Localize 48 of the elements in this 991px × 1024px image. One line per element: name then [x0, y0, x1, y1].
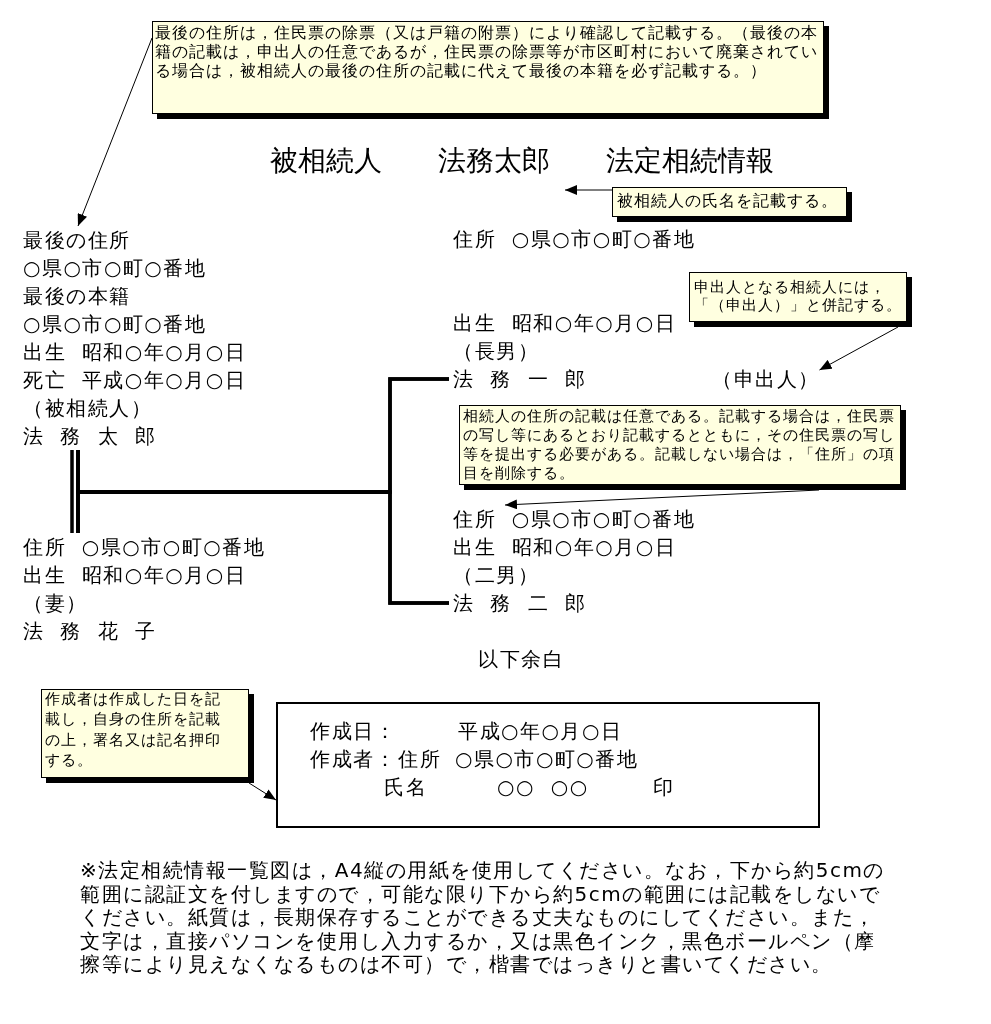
- leader-arrow: [819, 326, 899, 371]
- field-label: 最後の本籍: [23, 283, 131, 310]
- callout-box: [41, 689, 254, 783]
- note-text: 被相続人の氏名を記載する。: [617, 191, 839, 211]
- callout-box: [152, 21, 829, 119]
- person-name: 法 務 花 子: [23, 618, 157, 645]
- end-marker-text: 以下余白: [478, 646, 564, 673]
- death-date-text: 死亡 平成○年○月○日: [23, 367, 247, 394]
- name-text: ○○ ○○: [497, 774, 589, 801]
- field-label: 最後の住所: [23, 227, 131, 254]
- descent-line: [76, 490, 449, 605]
- leader-arrow: [248, 782, 277, 801]
- footnote-text: ※法定相続情報一覧図は，A4縦の用紙を使用してください。なお，下から約5cmの範囲に認証文を付しますので，可能な限り下から約5cmの範囲には記載をしないでください。紙質は，長期保存することができる丈夫なものにしてください。また，文字は，直接パソコンを使用し入力するか，又は黒色インク，黒色ボールペン（摩擦等により見えなくなるものは不可）で，楷書ではっきりと書いてください。: [80, 859, 886, 977]
- role-text: （申出人）: [712, 365, 820, 393]
- address-text: ○県○市○町○番地: [23, 255, 207, 282]
- note-text: 作成者は作成した日を記載し，自身の住所を記載の上，署名又は記名押印する。: [45, 689, 222, 771]
- address-text: ○県○市○町○番地: [23, 311, 207, 338]
- birth-date-text: 出生 昭和○年○月○日: [453, 310, 677, 337]
- birth-date-text: 出生 昭和○年○月○日: [453, 534, 677, 561]
- address-text: 住所 ○県○市○町○番地: [23, 534, 266, 561]
- birth-date-text: 出生 昭和○年○月○日: [23, 562, 247, 589]
- leader-arrow: [77, 37, 153, 227]
- leader-arrow: [504, 489, 820, 510]
- leader-arrow: [564, 185, 613, 195]
- address-text: 住所 ○県○市○町○番地: [453, 226, 696, 253]
- person-name: 法 務 二 郎: [453, 590, 587, 617]
- relation-text: （長男）: [453, 338, 539, 365]
- field-label: 住所: [398, 746, 441, 773]
- address-text: 住所 ○県○市○町○番地: [453, 506, 696, 533]
- field-label: 氏名: [384, 774, 427, 801]
- note-text: 最後の住所は，住民票の除票（又は戸籍の附票）により確認して記載する。（最後の本籍の記載は，申出人の任意であるが，住民票の除票等が市区町村において廃棄されている場合は，被相続人の最後の住所の記載に代えて最後の本籍を必ず記載する。）: [155, 23, 819, 80]
- seal-label: 印: [653, 774, 675, 801]
- relation-text: （妻）: [23, 590, 88, 617]
- field-label: 作成者：: [310, 746, 396, 773]
- note-text: 申出人となる相続人には，「（申出人）」と併記する。: [694, 278, 903, 314]
- relation-text: （二男）: [453, 562, 539, 589]
- note-text: 相続人の住所の記載は任意である。記載する場合は，住民票の写し等にあるとおり記載するとともに，その住民票の写し等を提出する必要がある。記載しない場合は，「住所」の項目を削除する。: [463, 407, 896, 483]
- person-name: 法 務 太 郎: [23, 423, 157, 450]
- person-name: 法 務 一 郎: [453, 366, 587, 393]
- role-text: （被相続人）: [23, 395, 152, 422]
- address-text: ○県○市○町○番地: [455, 746, 639, 773]
- birth-date-text: 出生 昭和○年○月○日: [23, 339, 247, 366]
- creator-info-box: [276, 702, 820, 828]
- callout-box: [612, 187, 852, 222]
- callout-box: [689, 272, 912, 327]
- date-text: 平成○年○月○日: [458, 718, 623, 745]
- field-label: 作成日：: [310, 718, 396, 745]
- title: 被相続人 法務太郎 法定相続情報: [270, 144, 774, 178]
